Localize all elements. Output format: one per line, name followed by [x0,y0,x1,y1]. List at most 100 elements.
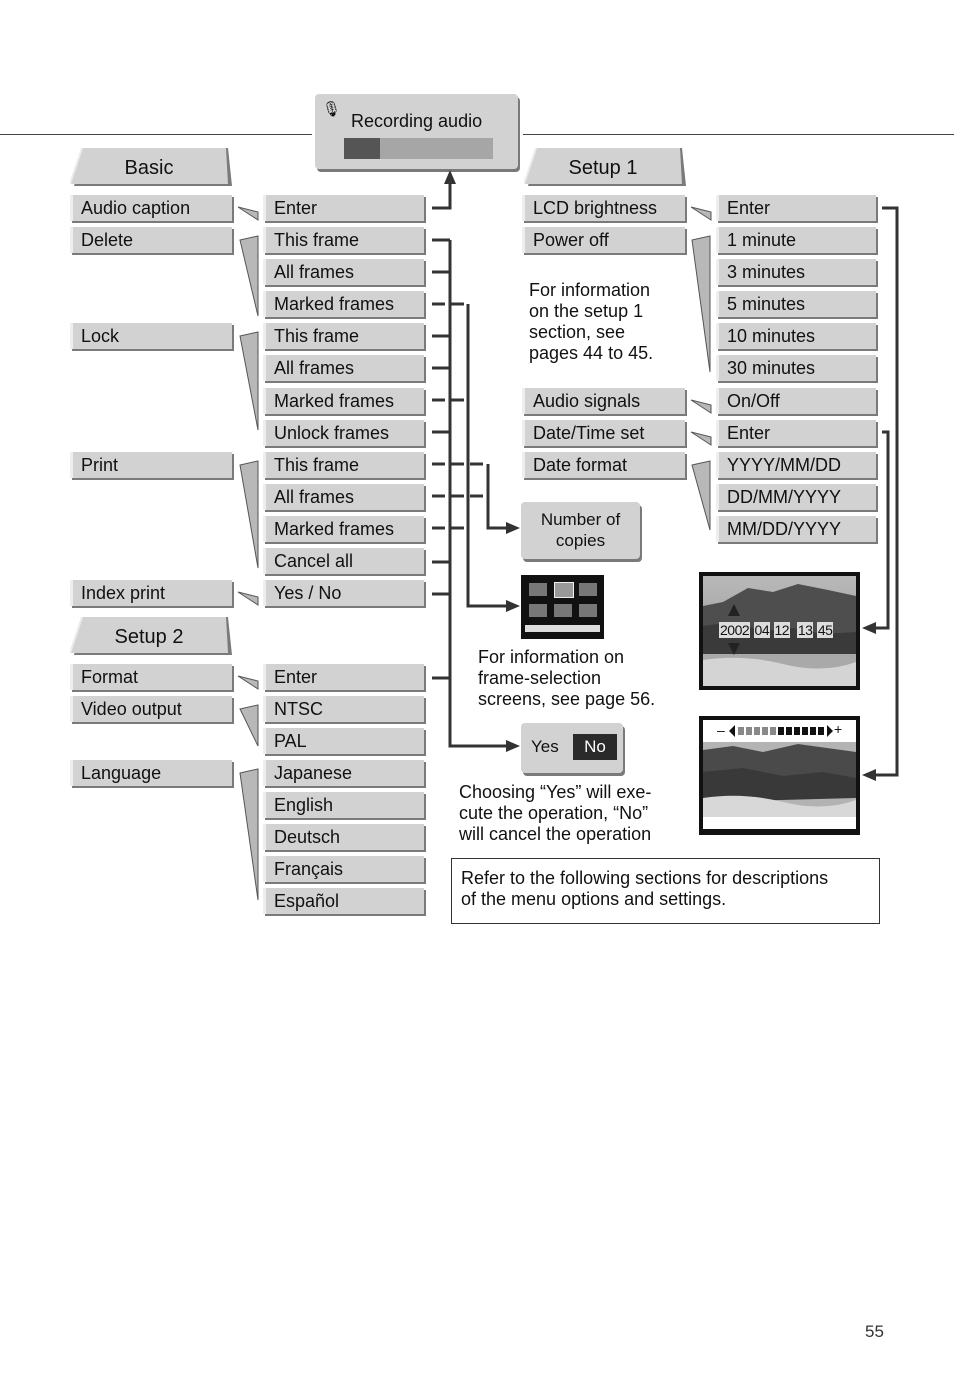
option-unlock-frames[interactable]: Unlock frames [263,420,424,446]
menu-item-audio-signals[interactable]: Audio signals [522,388,685,414]
option-30-minutes[interactable]: 30 minutes [716,355,876,381]
option-enter[interactable]: Enter [716,420,876,446]
option-this-frame[interactable]: This frame [263,323,424,349]
copies-label-line: Number of [540,510,621,529]
frame-status-bar [525,625,600,632]
brightness-plus: + [834,721,843,737]
tab-basic[interactable]: Basic [70,148,232,188]
refer-note-box: Refer to the following sections for desc… [451,858,880,924]
date-year: 2002 [719,622,751,638]
brightness-segment [770,727,776,735]
note-line: frame-selection [478,668,602,688]
tab-basic-label: Basic [124,157,174,179]
option-on-off[interactable]: On/Off [716,388,876,414]
option-5-minutes[interactable]: 5 minutes [716,291,876,317]
frame-thumbnail [529,604,547,617]
option-yyyy-mm-dd[interactable]: YYYY/MM/DD [716,452,876,478]
time-hour: 13 [796,622,814,638]
header-rule-left [0,134,312,135]
note-line: will cancel the operation [459,824,652,844]
note-line: pages 44 to 45. [529,343,654,363]
menu-item-index-print[interactable]: Index print [70,580,232,606]
tab-setup2[interactable]: Setup 2 [70,617,232,657]
menu-item-video-output[interactable]: Video output [70,696,232,722]
recording-progress-bar [344,138,493,159]
option-1-minute[interactable]: 1 minute [716,227,876,253]
brightness-segment [762,727,768,735]
frame-thumbnail [579,583,597,596]
yes-no-note: Choosing “Yes” will exe- cute the operat… [459,782,651,845]
date-time-readout: 2002 04 12 13 45 [719,622,834,638]
menu-item-audio-caption[interactable]: Audio caption [70,195,232,221]
frame-selection-note: For information on frame-selection scree… [478,647,655,710]
brightness-segment [778,727,784,735]
brightness-segment [738,727,744,735]
option-espanol[interactable]: Español [263,888,424,914]
menu-item-language[interactable]: Language [70,760,232,786]
option-ntsc[interactable]: NTSC [263,696,424,722]
menu-item-power-off[interactable]: Power off [522,227,685,253]
option-marked-frames[interactable]: Marked frames [263,388,424,414]
option-marked-frames[interactable]: Marked frames [263,291,424,317]
brightness-segment [754,727,760,735]
brightness-segment [818,727,824,735]
brightness-segment [746,727,752,735]
menu-item-date-time-set[interactable]: Date/Time set [522,420,685,446]
brightness-segment [786,727,792,735]
option-10-minutes[interactable]: 10 minutes [716,323,876,349]
tab-setup1[interactable]: Setup 1 [524,148,686,188]
note-line: Choosing “Yes” will exe- [459,782,652,802]
screen-status-strip [703,817,856,829]
date-day: 12 [773,622,791,638]
option-all-frames[interactable]: All frames [263,355,424,381]
note-line: Refer to the following sections for desc… [461,868,829,888]
note-line: on the setup 1 [529,301,644,321]
option-dd-mm-yyyy[interactable]: DD/MM/YYYY [716,484,876,510]
brightness-bar-area: – + [703,720,856,742]
option-japanese[interactable]: Japanese [263,760,424,786]
note-line: screens, see page 56. [478,689,656,709]
no-option-selected[interactable]: No [573,734,617,760]
option-english[interactable]: English [263,792,424,818]
option-mm-dd-yyyy[interactable]: MM/DD/YYYY [716,516,876,542]
frame-thumbnail [554,604,572,617]
date-time-screen: 2002 04 12 13 45 [699,572,860,690]
note-line: of the menu options and settings. [461,889,727,909]
frame-thumbnail [529,583,547,596]
recording-progress-fill [344,138,380,159]
menu-item-lcd-brightness[interactable]: LCD brightness [522,195,685,221]
brightness-segment [810,727,816,735]
yes-option[interactable]: Yes [531,737,559,756]
option-francais[interactable]: Français [263,856,424,882]
date-month: 04 [753,622,771,638]
note-line: cute the operation, “No” [459,803,649,823]
option-cancel-all[interactable]: Cancel all [263,548,424,574]
recording-audio-popup: 🎙 Recording audio [315,94,518,169]
brightness-segment [802,727,808,735]
option-deutsch[interactable]: Deutsch [263,824,424,850]
option-3-minutes[interactable]: 3 minutes [716,259,876,285]
yes-no-popup: Yes No [521,723,623,773]
option-this-frame[interactable]: This frame [263,227,424,253]
option-all-frames[interactable]: All frames [263,484,424,510]
option-all-frames[interactable]: All frames [263,259,424,285]
note-line: For information [529,280,651,300]
menu-item-date-format[interactable]: Date format [522,452,685,478]
menu-item-print[interactable]: Print [70,452,232,478]
option-marked-frames[interactable]: Marked frames [263,516,424,542]
lcd-brightness-screen: – + [699,716,860,835]
option-enter[interactable]: Enter [263,195,424,221]
option-this-frame[interactable]: This frame [263,452,424,478]
tab-setup2-label: Setup 2 [114,626,184,648]
up-arrow-icon [728,604,740,616]
option-enter[interactable]: Enter [716,195,876,221]
page-number: 55 [865,1322,884,1341]
menu-item-delete[interactable]: Delete [70,227,232,253]
menu-item-lock[interactable]: Lock [70,323,232,349]
frame-selection-screen [521,575,604,639]
option-yes-no[interactable]: Yes / No [263,580,424,606]
option-pal[interactable]: PAL [263,728,424,754]
menu-item-format[interactable]: Format [70,664,232,690]
option-enter[interactable]: Enter [263,664,424,690]
setup1-info-note: For information on the setup 1 section, … [529,280,653,364]
